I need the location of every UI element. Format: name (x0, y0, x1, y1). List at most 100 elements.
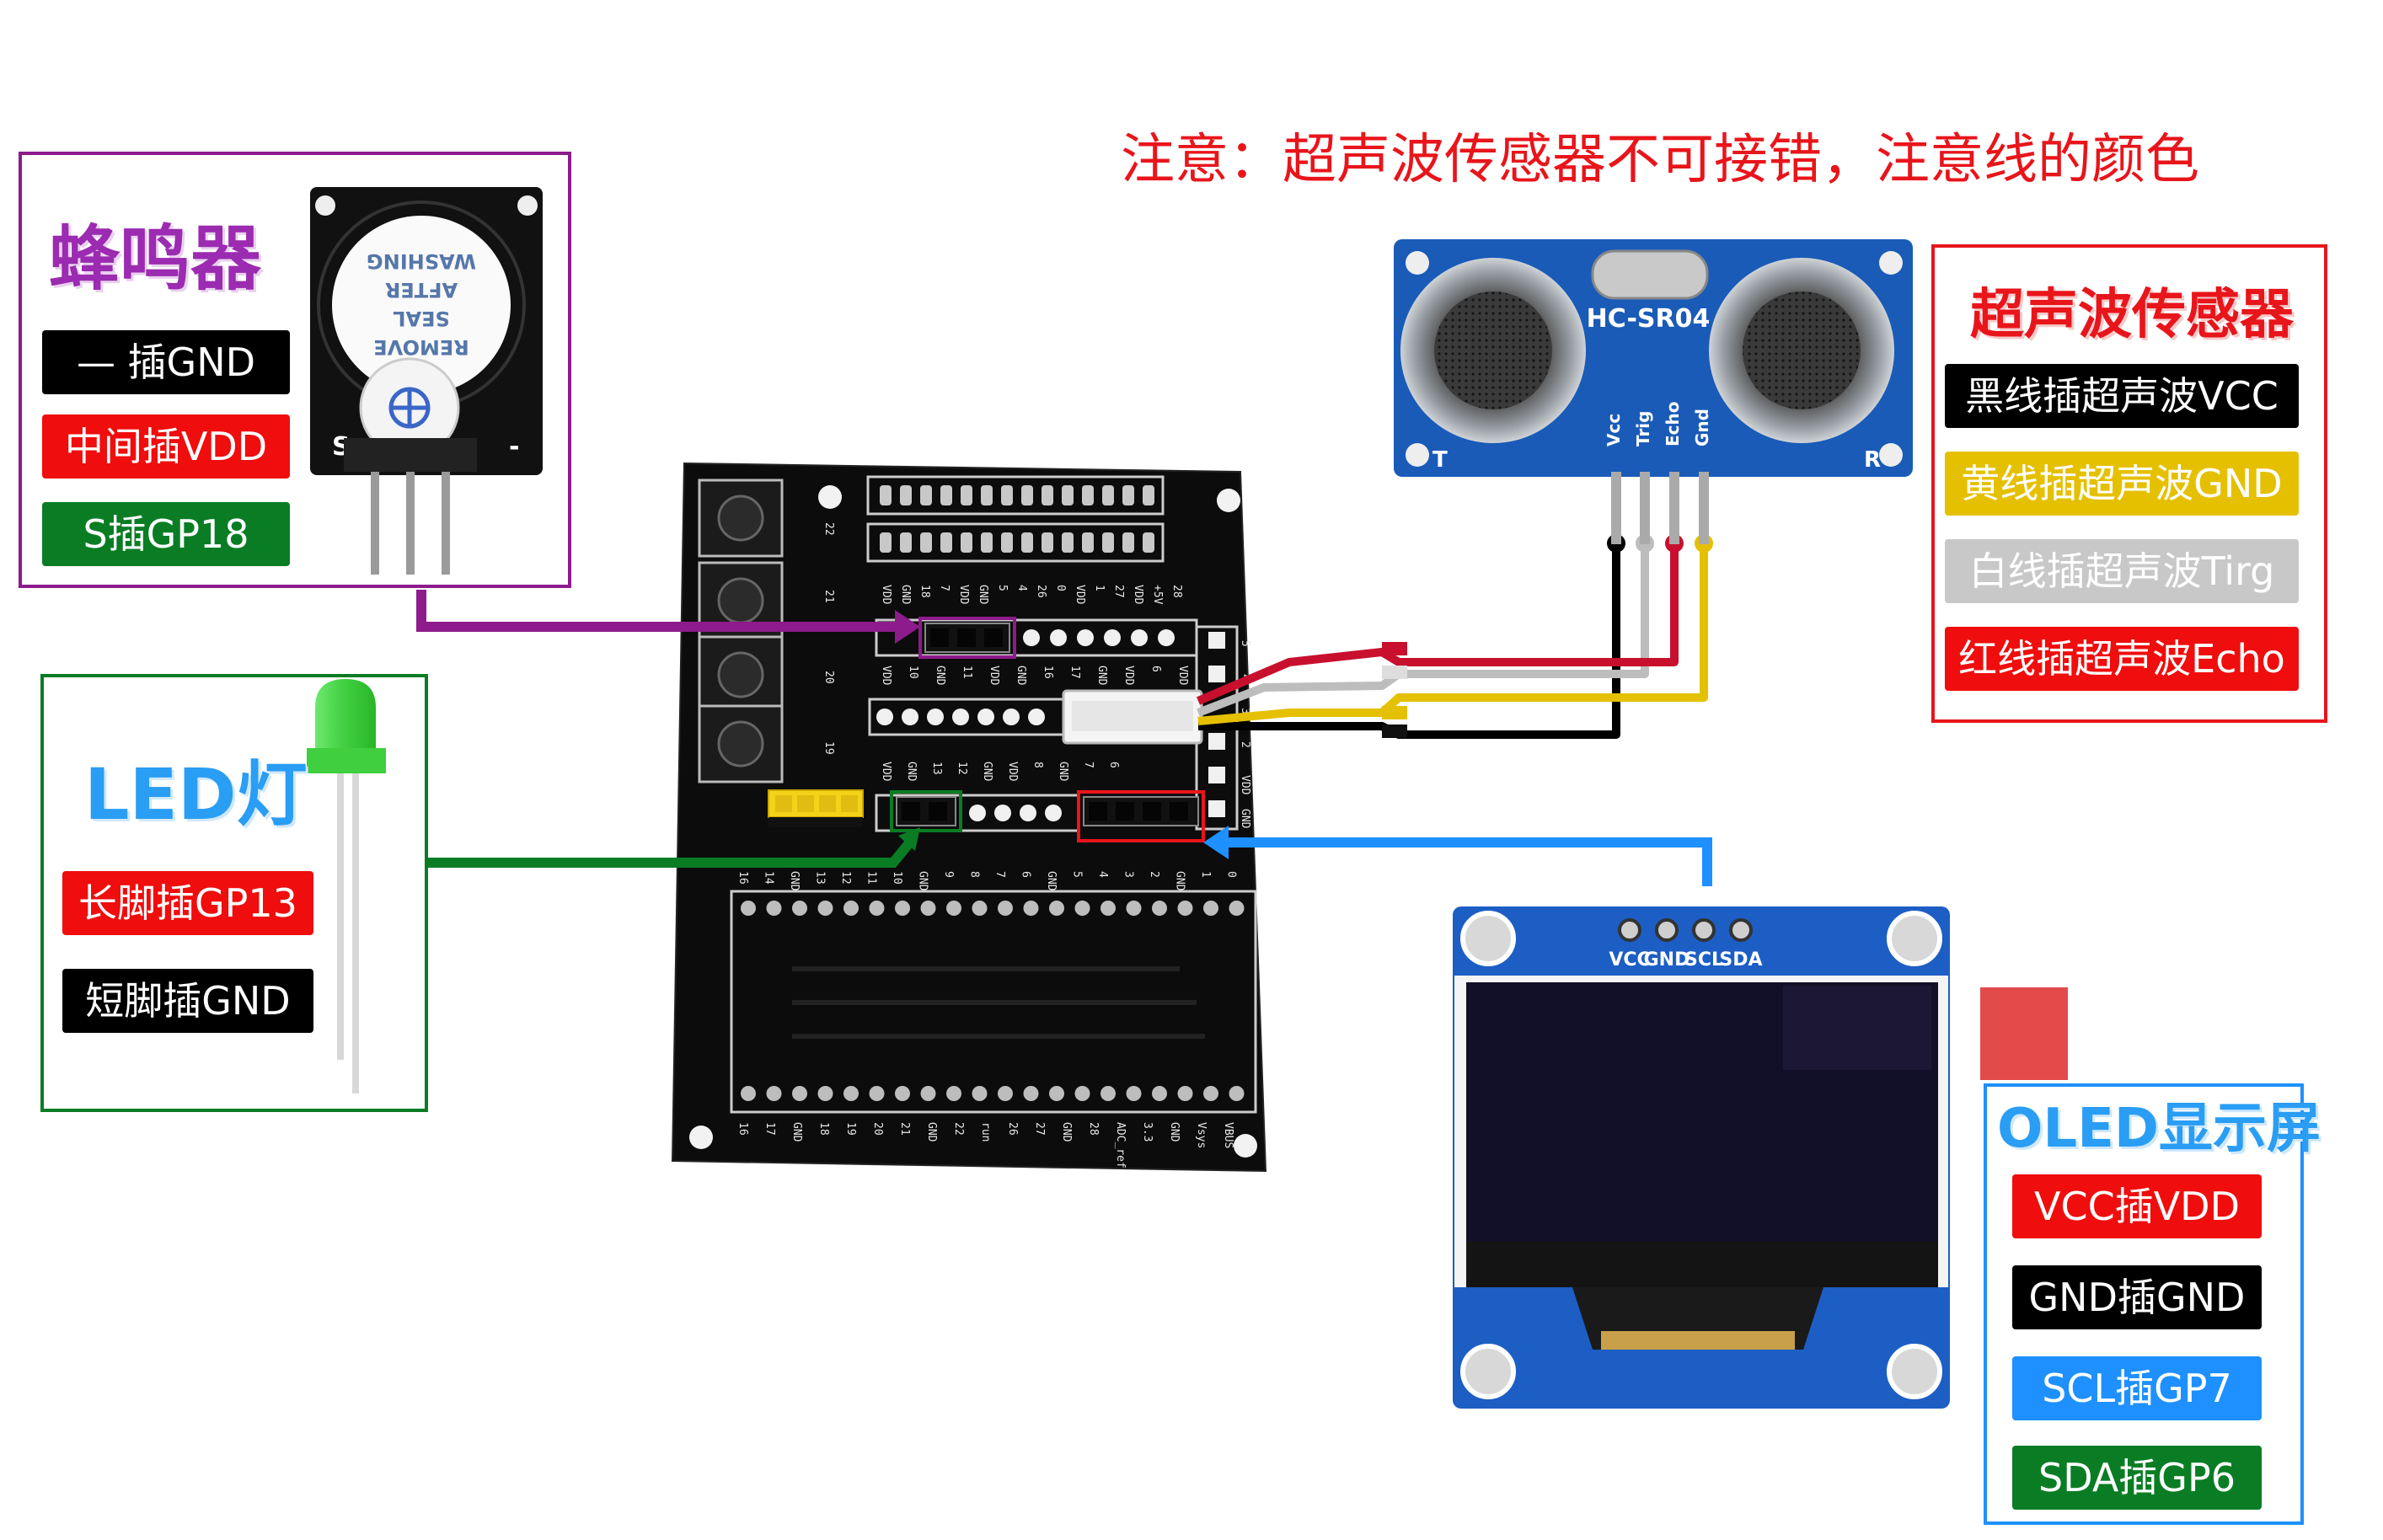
sticker-word: SEAL (393, 307, 450, 330)
silk-label: 8 (968, 871, 981, 878)
silk-label: 20 (822, 671, 835, 684)
pico-pin (1126, 901, 1142, 916)
pico-pin (843, 901, 859, 916)
silk-label: Vsys (1195, 1122, 1208, 1148)
silk-label: 19 (822, 741, 835, 755)
pico-pin (1049, 1086, 1064, 1101)
silk-label: 6 (1107, 762, 1120, 768)
header-pin (1062, 532, 1074, 553)
header-pin (981, 532, 993, 553)
led-frame (40, 674, 428, 1112)
pico-pin (998, 901, 1013, 916)
oled-label-vcc: VCC插VDD (2012, 1174, 2262, 1238)
oled-pin-label: SCL (1684, 949, 1723, 971)
silk-label: 22 (822, 522, 835, 536)
mount-hole (818, 485, 842, 509)
header-pin (880, 485, 892, 505)
silk-label: 3 (1239, 708, 1251, 714)
arrow-oled (1203, 826, 1712, 886)
svg-text:HC-SR04: HC-SR04 (1587, 304, 1711, 334)
header-pin (1082, 485, 1094, 505)
buzzer-module: REMOVESEALAFTERWASHING S - (310, 187, 543, 575)
header-pin (900, 485, 912, 505)
silk-label: VDD (1176, 666, 1189, 686)
header-pin (1062, 485, 1074, 505)
buzzer-label-vdd: 中间插VDD (42, 414, 290, 479)
silk-label: 6 (1149, 666, 1162, 672)
pico-pin (920, 1086, 936, 1101)
silk-label: 3 (1122, 871, 1135, 878)
pico-pin (1177, 901, 1193, 916)
silk-label: 27 (1112, 585, 1125, 598)
female-socket-led (896, 796, 956, 826)
header-pin (920, 532, 932, 553)
silk-label: 7 (1082, 762, 1095, 768)
silk-label: 2 (1148, 871, 1160, 878)
pico-pin (1049, 901, 1064, 916)
svg-text:T: T (1432, 447, 1448, 473)
ultrasonic-frame (1931, 244, 2327, 723)
buzzer-title: 蜂鸣器 (49, 217, 262, 300)
svg-text:R: R (1864, 447, 1881, 473)
board-pin (1208, 800, 1225, 817)
header-pin (961, 532, 972, 553)
board-pin (1131, 629, 1148, 646)
pico-pin (946, 901, 961, 916)
pico-pin (741, 1086, 756, 1101)
female-socket-buzzer (924, 623, 1010, 653)
header-pin (1122, 485, 1134, 505)
header-pin (1143, 485, 1154, 505)
pico-pin (869, 1086, 885, 1101)
pico-pin (741, 901, 756, 916)
pico-pin (766, 901, 782, 916)
cable-gray (1197, 546, 1649, 717)
silk-label: GND (925, 1122, 938, 1142)
pico-pin (869, 901, 885, 916)
pico-pin (1100, 1086, 1116, 1101)
silk-label: 10 (907, 666, 919, 679)
arrow-buzzer (416, 590, 920, 644)
ultrasonic-label-white: 白线插超声波Tirg (1945, 539, 2299, 603)
silk-label: 13 (814, 871, 827, 885)
header-pin (1021, 532, 1033, 553)
tactile-buttons (698, 479, 784, 783)
pico-pin (972, 1086, 988, 1101)
pico-pin (1152, 901, 1167, 916)
silk-label: GND (1095, 666, 1108, 686)
silk-label: 18 (918, 585, 931, 598)
board-pin (1050, 629, 1067, 646)
ultrasonic-label-yellow: 黄线插超声波GND (1945, 452, 2299, 516)
silk-label: 10 (891, 871, 903, 885)
board-pin (1104, 629, 1121, 646)
silk-label: +5V (1151, 585, 1164, 605)
board-pin (969, 805, 986, 821)
silk-label: VDD (1122, 666, 1135, 686)
silk-label: GND (981, 762, 993, 782)
female-socket-oled (1083, 796, 1199, 826)
board-pin (1077, 629, 1094, 646)
pico-pin (920, 901, 936, 916)
board-pin (952, 709, 969, 725)
silk-label: VDD (957, 585, 970, 605)
oled-pin-label: VCC (1609, 949, 1650, 971)
buzzer-label-s: S插GP18 (42, 502, 290, 566)
silk-label: 21 (898, 1122, 911, 1136)
board-pin (1208, 666, 1225, 682)
silk-label: VDD (1132, 585, 1144, 605)
silk-label: GND (1045, 871, 1058, 891)
oled-label-scl: SCL插GP7 (2012, 1356, 2262, 1420)
silk-label: GND (1015, 666, 1027, 686)
sr-pin-label: Gnd (1692, 409, 1712, 446)
silk-label: GND (1057, 762, 1069, 782)
silk-label: VDD (880, 666, 892, 686)
silk-label: 7 (993, 871, 1006, 878)
ultrasonic-label-black: 黑线插超声波VCC (1945, 364, 2299, 428)
sticker-word: WASHING (367, 249, 476, 273)
pico-pin (1023, 1086, 1039, 1101)
board-pin (1023, 629, 1040, 646)
silk-label: 17 (763, 1122, 776, 1136)
silk-label: 21 (822, 590, 835, 603)
pico-pin (1203, 1086, 1218, 1101)
